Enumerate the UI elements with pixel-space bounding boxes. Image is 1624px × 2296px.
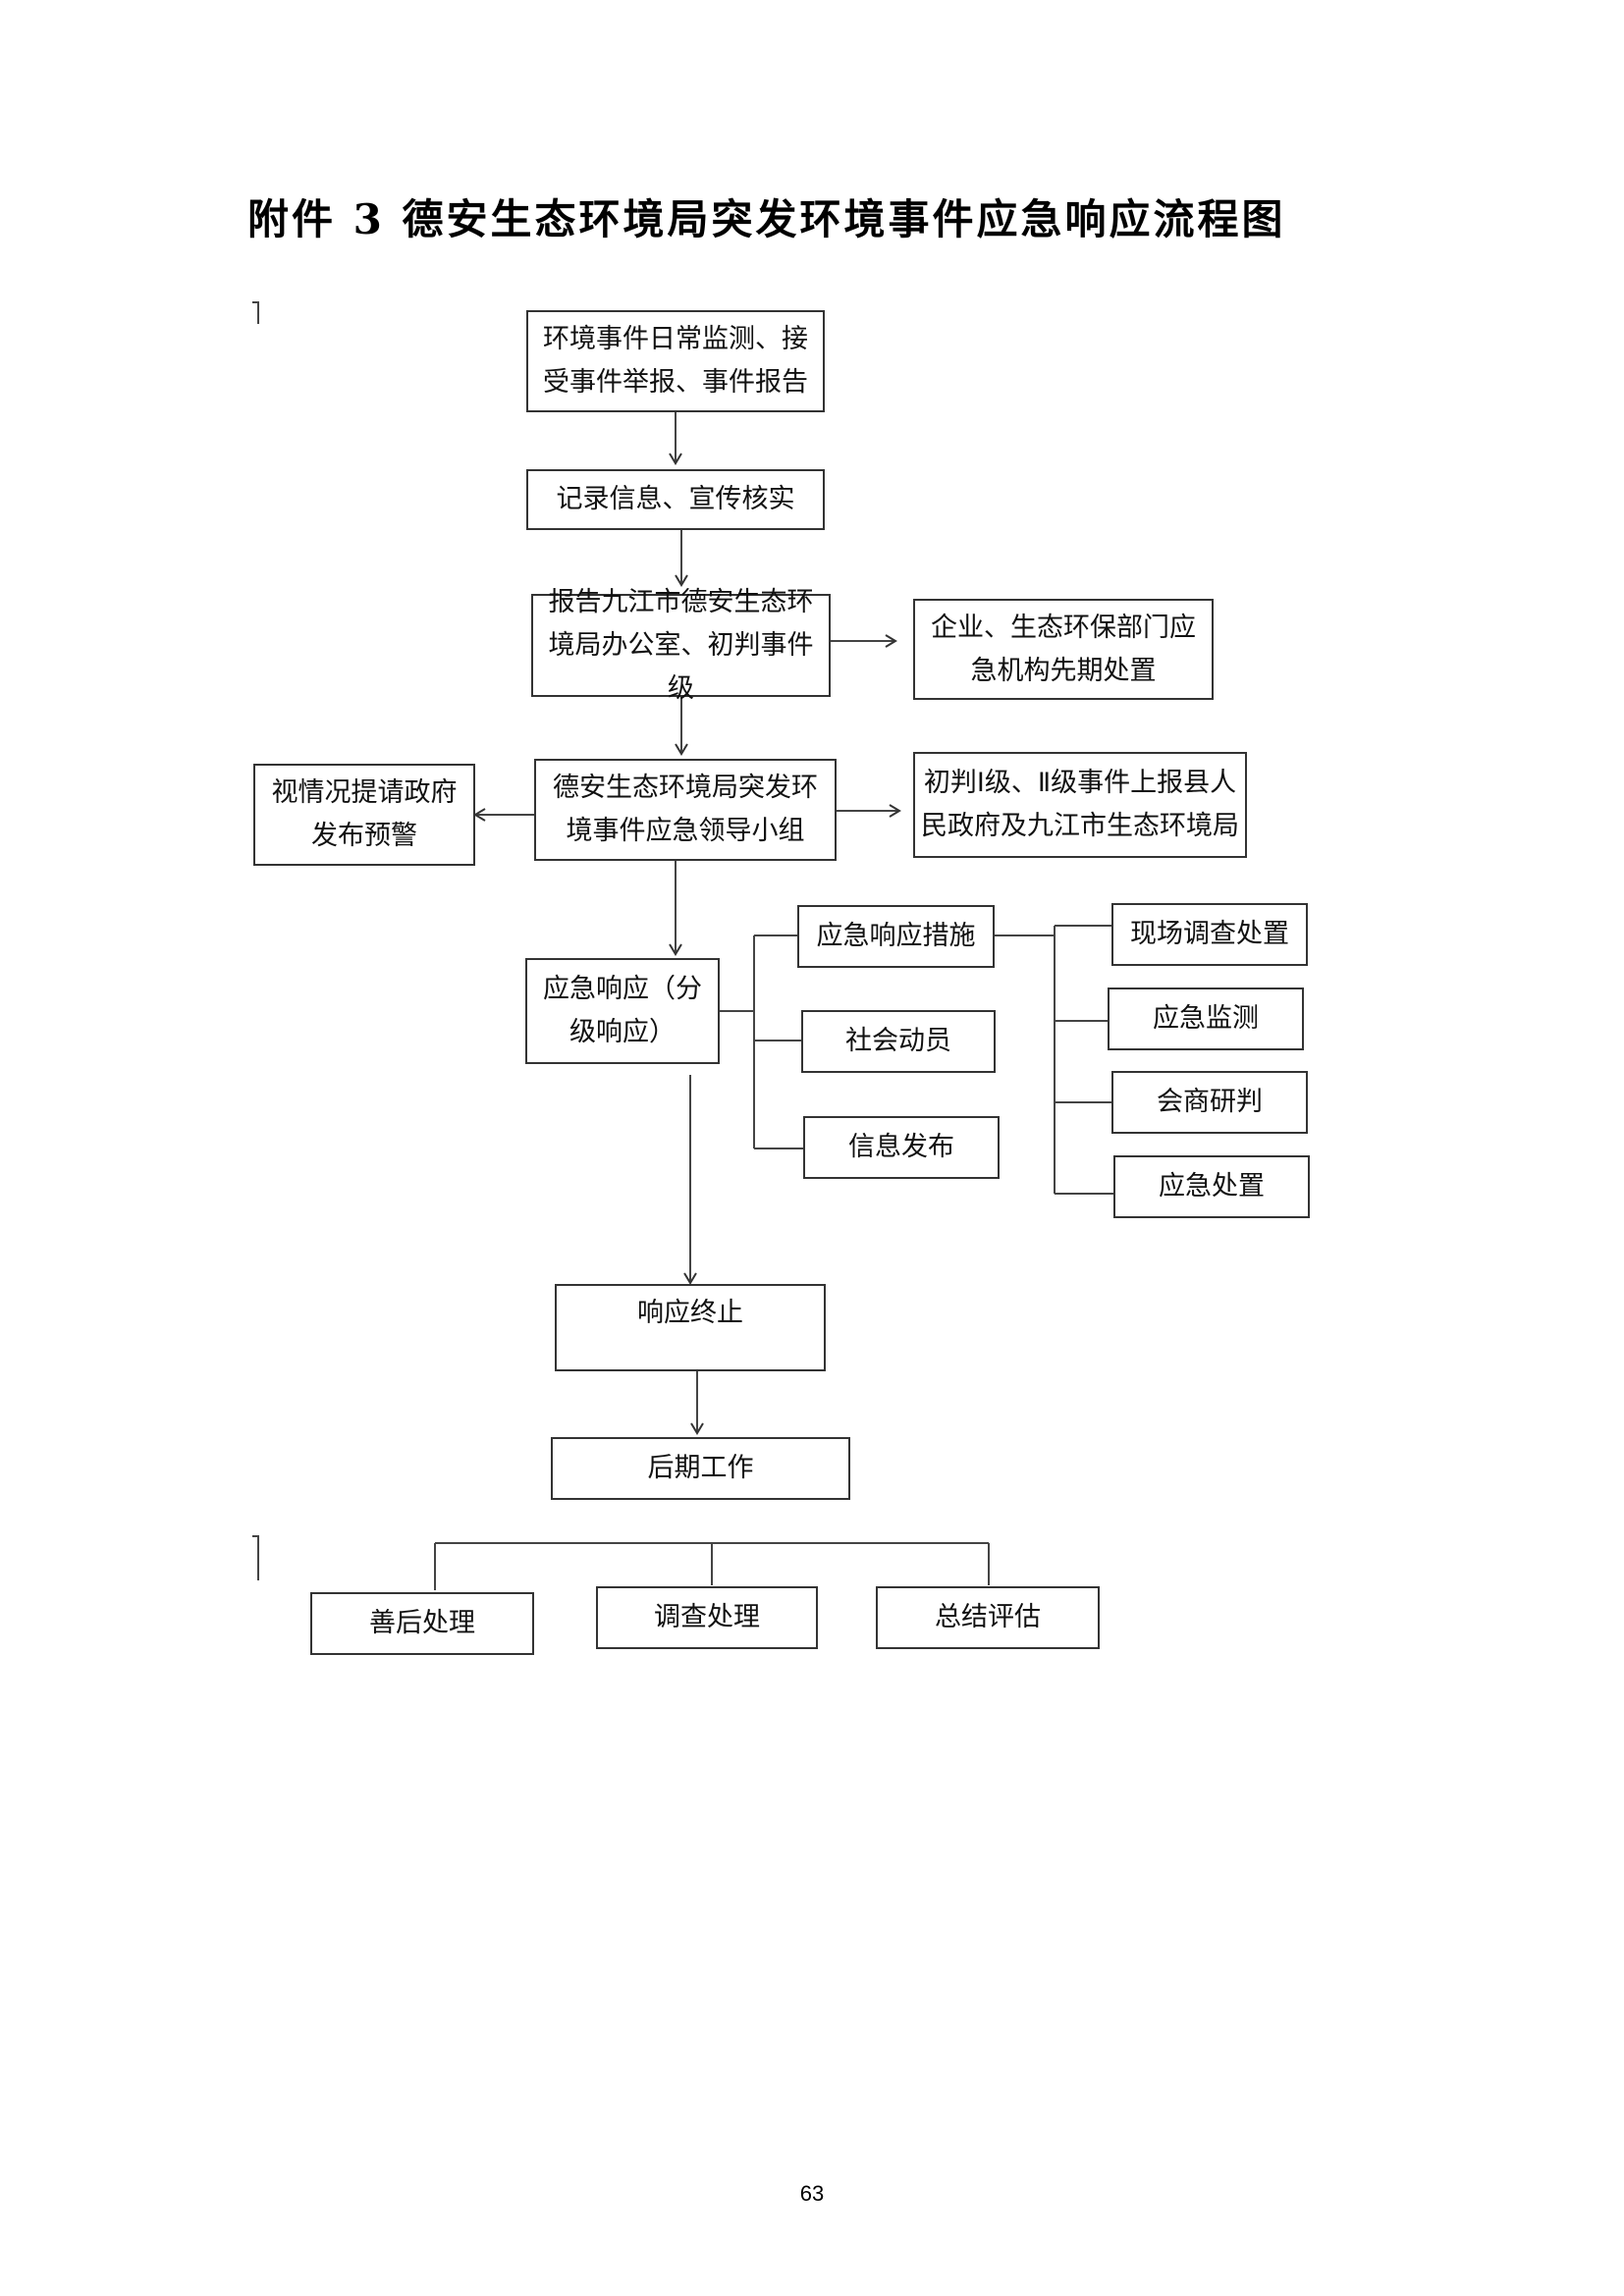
node-measures: 应急响应措施 — [797, 905, 995, 968]
node-record: 记录信息、宣传核实 — [526, 469, 825, 530]
node-mobilize: 社会动员 — [801, 1010, 996, 1073]
corner-mark-top — [252, 301, 259, 324]
node-warning: 视情况提请政府发布预警 — [253, 764, 475, 866]
node-site-survey: 现场调查处置 — [1111, 903, 1308, 966]
node-info-release: 信息发布 — [803, 1116, 1000, 1179]
node-rehab: 善后处理 — [310, 1592, 534, 1655]
node-monitoring: 应急监测 — [1108, 988, 1304, 1050]
node-monitor: 环境事件日常监测、接受事件举报、事件报告 — [526, 310, 825, 412]
node-consult: 会商研判 — [1111, 1071, 1308, 1134]
node-leader-group: 德安生态环境局突发环境事件应急领导小组 — [534, 759, 837, 861]
node-response: 应急响应（分级响应） — [525, 958, 720, 1064]
node-report-office: 报告九江市德安生态环境局办公室、初判事件级 — [531, 587, 831, 704]
node-investigate: 调查处理 — [596, 1586, 818, 1649]
node-enterprise: 企业、生态环保部门应急机构先期处置 — [913, 599, 1214, 700]
node-report-up: 初判Ⅰ级、Ⅱ级事件上报县人民政府及九江市生态环境局 — [913, 752, 1247, 858]
node-terminate: 响应终止 — [555, 1284, 826, 1371]
page-title: 附件 3 德安生态环境局突发环境事件应急响应流程图 — [247, 195, 1286, 243]
node-aftermath: 后期工作 — [551, 1437, 850, 1500]
corner-mark-bottom — [252, 1535, 259, 1580]
node-disposal: 应急处置 — [1113, 1155, 1310, 1218]
page-number: 63 — [799, 2181, 825, 2206]
node-evaluate: 总结评估 — [876, 1586, 1100, 1649]
